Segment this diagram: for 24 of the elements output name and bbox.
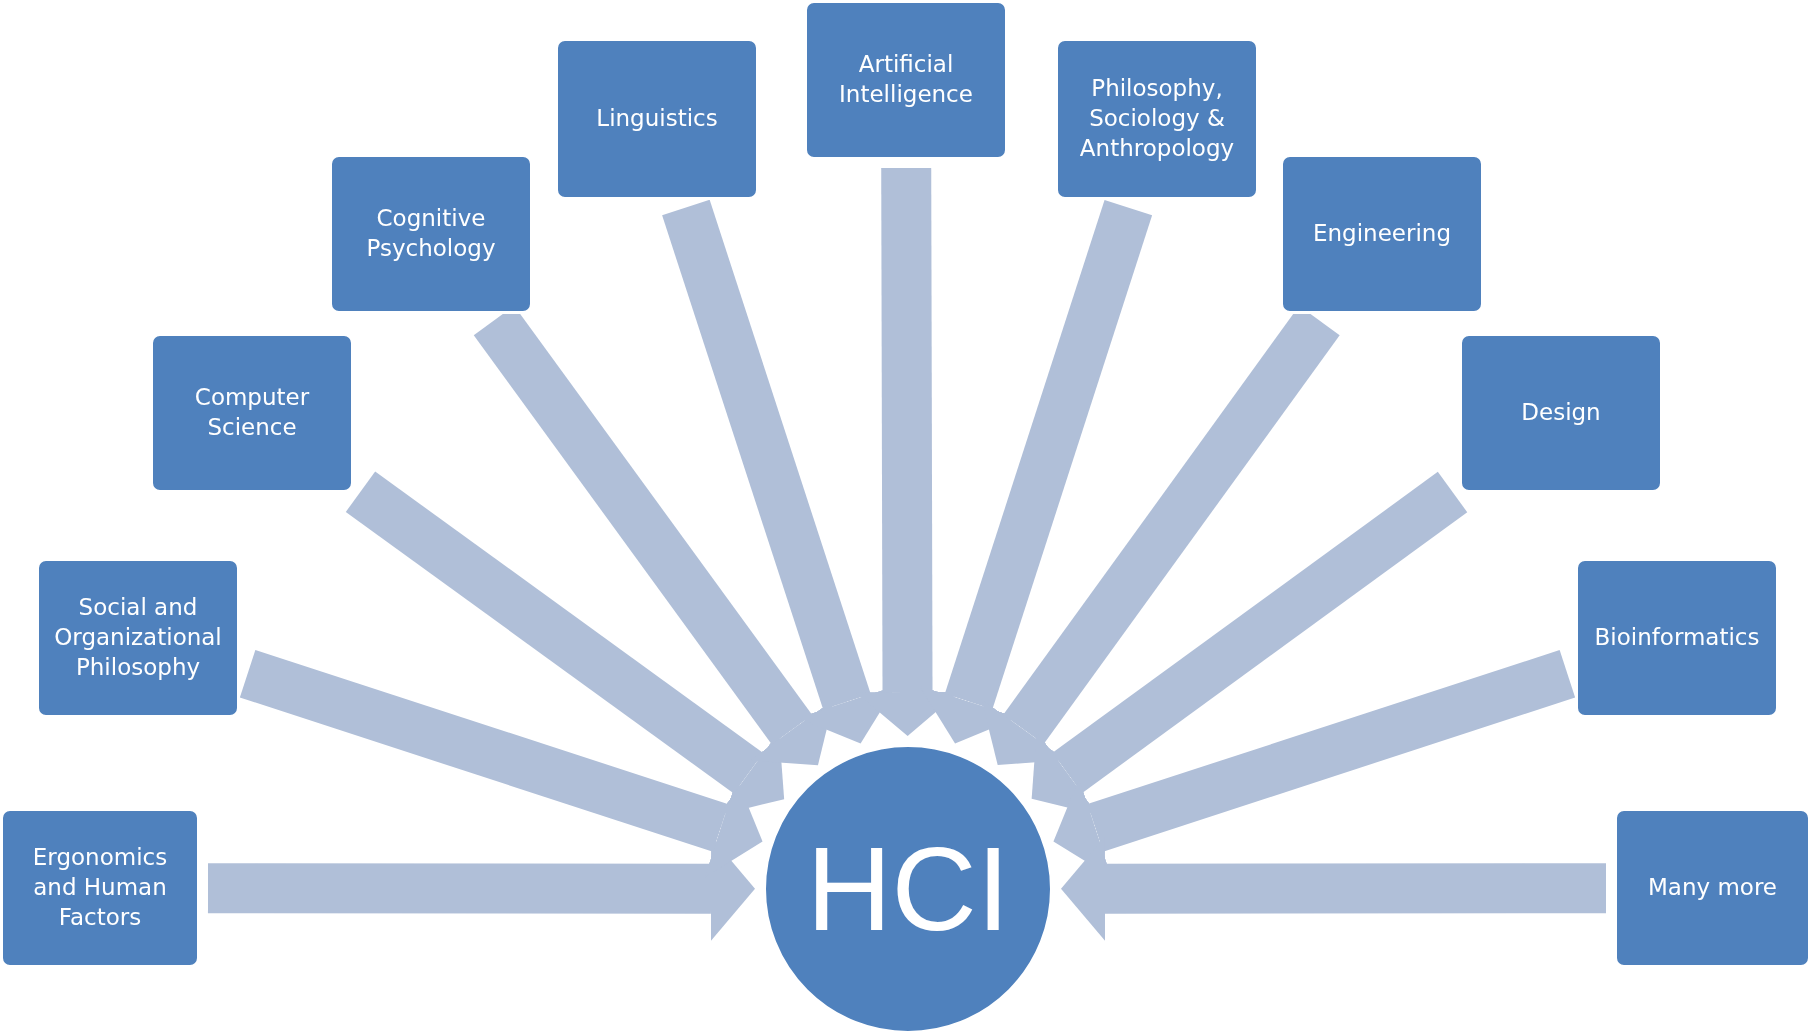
discipline-label: Cognitive Psychology [365,204,497,263]
discipline-label: Ergonomics and Human Factors [31,843,169,932]
discipline-label: Artificial Intelligence [838,50,974,109]
discipline-box [0,808,200,968]
discipline-label: Linguistics [596,104,718,134]
discipline-box [804,0,1008,160]
discipline-label: Social and Organizational Philosophy [53,593,223,682]
discipline-box [555,38,759,200]
discipline-label: Computer Science [193,383,311,442]
discipline-label: Design [1521,398,1601,428]
discipline-box [150,333,354,493]
topic-label: HCI [806,830,1010,948]
discipline-box [1614,808,1811,968]
discipline-label: Many more [1648,873,1777,903]
discipline-label: Bioinformatics [1594,623,1760,653]
discipline-box [1459,333,1663,493]
discipline-box [36,558,240,718]
discipline-label: Engineering [1313,219,1451,249]
discipline-box [329,154,533,314]
block-arrow [345,471,785,816]
discipline-box [1280,154,1484,314]
discipline-box [1055,38,1259,200]
discipline-label: Philosophy, Sociology & Anthropology [1078,74,1236,163]
discipline-box [1575,558,1779,718]
